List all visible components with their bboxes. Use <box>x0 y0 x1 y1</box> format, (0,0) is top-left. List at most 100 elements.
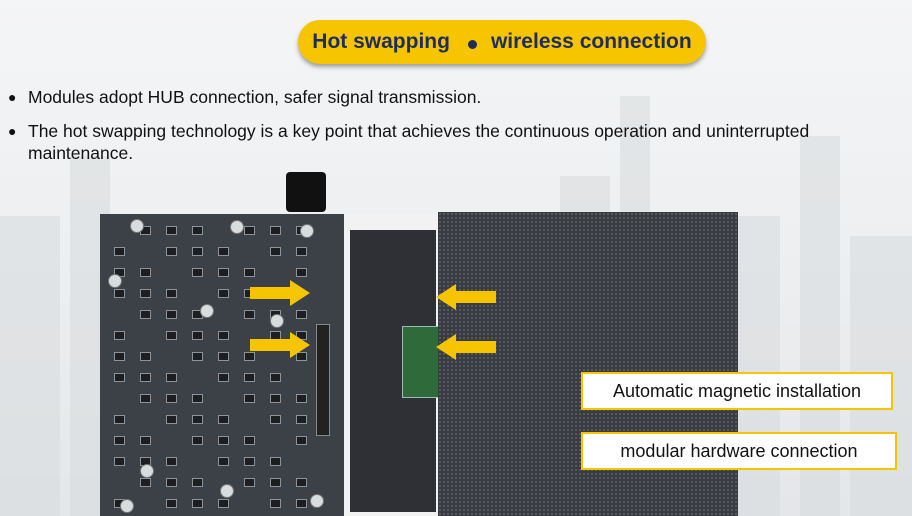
pcb-chip <box>166 247 177 256</box>
pcb-screw <box>200 304 214 318</box>
pcb-chip <box>192 331 203 340</box>
pcb-chip <box>218 457 229 466</box>
arrow-left-icon <box>436 284 496 310</box>
pcb-chip <box>166 499 177 508</box>
pcb-chip <box>218 247 229 256</box>
pcb-chip <box>140 436 151 445</box>
pcb-chip <box>140 373 151 382</box>
arrow-left-icon <box>436 334 496 360</box>
pcb-chip <box>114 331 125 340</box>
modular-connection-label: modular hardware connection <box>581 432 897 470</box>
pcb-chip <box>114 352 125 361</box>
arrow-right-icon <box>250 332 310 358</box>
module-pcb-back <box>100 214 344 516</box>
pcb-chip <box>244 352 255 361</box>
bullet-list: ● Modules adopt HUB connection, safer si… <box>8 86 888 176</box>
pcb-chip <box>166 478 177 487</box>
pcb-chip <box>244 310 255 319</box>
pcb-chip <box>296 310 307 319</box>
pcb-chip <box>166 394 177 403</box>
pcb-chip <box>140 352 151 361</box>
arrow-right-icon <box>250 280 310 306</box>
hub-connector <box>316 324 330 436</box>
magnetic-installation-text: Automatic magnetic installation <box>612 380 862 401</box>
pcb-screw <box>310 494 324 508</box>
pcb-chip <box>166 373 177 382</box>
pcb-chip <box>166 289 177 298</box>
pcb-chip <box>166 457 177 466</box>
pcb-chip <box>270 415 281 424</box>
pcb-chip <box>140 394 151 403</box>
pcb-chip <box>296 499 307 508</box>
pcb-chip <box>270 226 281 235</box>
pcb-chip <box>192 478 203 487</box>
pcb-chip <box>140 289 151 298</box>
separator-dot-icon <box>467 39 477 49</box>
pcb-screw <box>140 464 154 478</box>
magnetic-installation-label: Automatic magnetic installation <box>581 372 893 410</box>
power-plug-image <box>286 172 326 212</box>
pcb-chip <box>114 436 125 445</box>
pcb-chip <box>140 478 151 487</box>
pcb-screw <box>300 224 314 238</box>
pcb-screw <box>220 484 234 498</box>
pcb-chip <box>192 394 203 403</box>
pcb-chip <box>270 478 281 487</box>
pcb-chip <box>296 415 307 424</box>
pcb-chip <box>244 226 255 235</box>
pcb-chip <box>140 268 151 277</box>
pcb-chip <box>192 352 203 361</box>
pcb-chip <box>192 247 203 256</box>
pcb-chip <box>244 373 255 382</box>
pcb-screw <box>130 219 144 233</box>
pcb-chip <box>244 394 255 403</box>
title-banner: Hot swapping wireless connection <box>298 20 706 64</box>
led-module-photo <box>100 172 740 516</box>
pcb-chip <box>114 373 125 382</box>
pcb-chip <box>244 457 255 466</box>
pcb-chip <box>218 352 229 361</box>
bullet-item: ● The hot swapping technology is a key p… <box>8 120 888 164</box>
pcb-chip <box>192 499 203 508</box>
pcb-chip <box>270 457 281 466</box>
pcb-chip <box>218 268 229 277</box>
pcb-chip <box>166 331 177 340</box>
pcb-screw <box>230 220 244 234</box>
pcb-chip <box>140 310 151 319</box>
led-module-front <box>438 212 738 516</box>
bullet-dot-icon: ● <box>8 123 17 139</box>
bullet-item: ● Modules adopt HUB connection, safer si… <box>8 86 888 108</box>
pcb-chip <box>296 247 307 256</box>
pcb-chip <box>166 310 177 319</box>
pcb-chip <box>296 394 307 403</box>
pcb-chip <box>114 289 125 298</box>
pcb-chip <box>218 289 229 298</box>
pcb-chip <box>192 226 203 235</box>
pcb-chip <box>192 415 203 424</box>
pcb-chip <box>296 352 307 361</box>
cabinet-frame <box>344 214 442 516</box>
title-left: Hot swapping <box>312 30 450 53</box>
title-right: wireless connection <box>490 30 692 53</box>
pcb-chip <box>166 415 177 424</box>
pcb-chip <box>270 394 281 403</box>
pcb-chip <box>296 268 307 277</box>
bullet-dot-icon: ● <box>8 89 17 105</box>
pcb-chip <box>218 436 229 445</box>
pcb-chip <box>296 436 307 445</box>
hub-board <box>402 326 442 398</box>
pcb-chip <box>192 268 203 277</box>
pcb-screw <box>108 274 122 288</box>
pcb-chip <box>244 436 255 445</box>
pcb-chip <box>114 415 125 424</box>
bullet-text: The hot swapping technology is a key poi… <box>28 121 810 163</box>
pcb-chip <box>296 478 307 487</box>
pcb-chip <box>114 247 125 256</box>
pcb-chip <box>218 415 229 424</box>
pcb-chip <box>244 268 255 277</box>
pcb-chip <box>270 247 281 256</box>
pcb-chip <box>218 331 229 340</box>
pcb-screw <box>270 314 284 328</box>
pcb-screw <box>120 499 134 513</box>
pcb-chip <box>270 373 281 382</box>
